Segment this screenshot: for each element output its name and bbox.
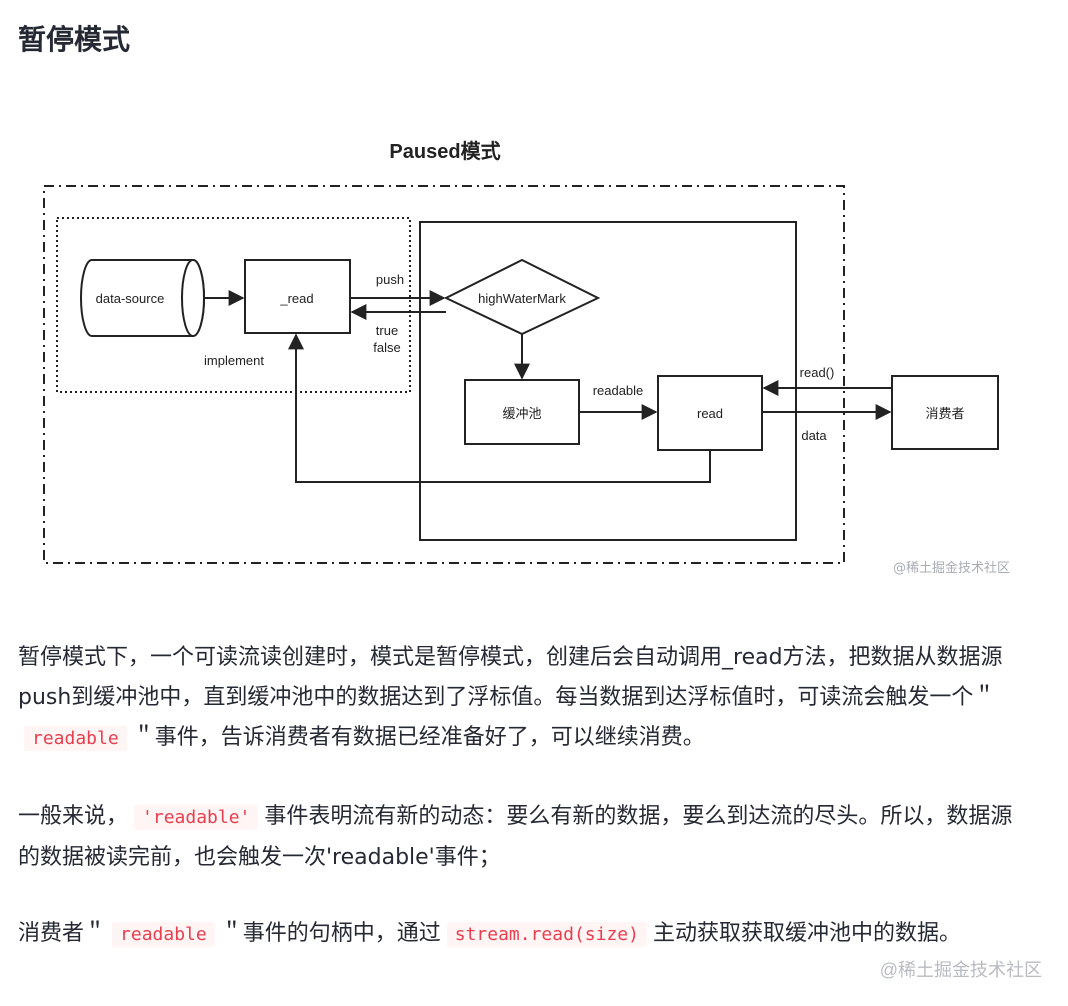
inline-code-readable: readable [112, 922, 215, 947]
paragraph-text: ＂事件的句柄中，通过 [220, 921, 441, 946]
true-label: true [376, 323, 398, 338]
implement-frame [56, 217, 411, 393]
consumer-label: 消费者 [925, 407, 964, 422]
paragraph-readable-event: 一般来说，'readable'事件表明流有新的动态：要么有新的数据，要么到达流的… [18, 797, 1028, 878]
high-water-mark-node: highWaterMark [443, 258, 601, 336]
false-label: false [373, 340, 400, 355]
outer-frame [43, 185, 845, 564]
inline-code-readable: readable [24, 726, 127, 751]
readable-stream-frame [419, 221, 797, 541]
paragraph-text: 事件表明流有新的动态：要么有新的数据，要么到达流的尽头。所以，数据源的数据被读完… [18, 804, 1013, 870]
paragraph-text: 一般来说， [18, 804, 129, 829]
readable-label: readable [593, 383, 644, 398]
read-call-label: read() [800, 365, 835, 380]
read-feedback-arrow [288, 333, 711, 483]
read-node: read [657, 375, 763, 451]
inline-code-readable-quoted: 'readable' [134, 805, 259, 830]
data-label: data [801, 428, 827, 443]
consumer-node: 消费者 [891, 375, 999, 450]
diagram-title: Paused模式 [389, 139, 500, 163]
paused-mode-diagram: Paused模式 data-source _read highWaterMark… [0, 120, 1068, 590]
read-impl-node: _read [244, 259, 351, 334]
read-impl-label: _read [279, 291, 313, 306]
buffer-pool-node: 缓冲池 [464, 379, 580, 445]
data-source-node: data-source [80, 259, 205, 337]
inline-code-stream-read: stream.read(size) [446, 922, 647, 947]
implement-label: implement [204, 353, 264, 368]
paragraph-text: 消费者＂ [18, 921, 107, 946]
read-label: read [697, 406, 723, 421]
paragraph-paused-mode: 暂停模式下，一个可读流读创建时，模式是暂停模式，创建后会自动调用_read方法，… [18, 638, 1028, 759]
figure-watermark: @稀土掘金技术社区 [893, 560, 1010, 576]
paragraph-text: 主动获取获取缓冲池中的数据。 [652, 921, 961, 946]
paragraph-text: 暂停模式下，一个可读流读创建时，模式是暂停模式，创建后会自动调用_read方法，… [18, 645, 1003, 710]
buffer-pool-label: 缓冲池 [502, 407, 541, 422]
data-source-label: data-source [96, 291, 165, 306]
push-label: push [376, 272, 404, 287]
paragraph-text: ＂事件，告诉消费者有数据已经准备好了，可以继续消费。 [132, 725, 705, 750]
page-watermark: @稀土掘金技术社区 [879, 960, 1042, 980]
section-heading: 暂停模式 [18, 23, 131, 56]
high-water-mark-label: highWaterMark [478, 291, 566, 306]
